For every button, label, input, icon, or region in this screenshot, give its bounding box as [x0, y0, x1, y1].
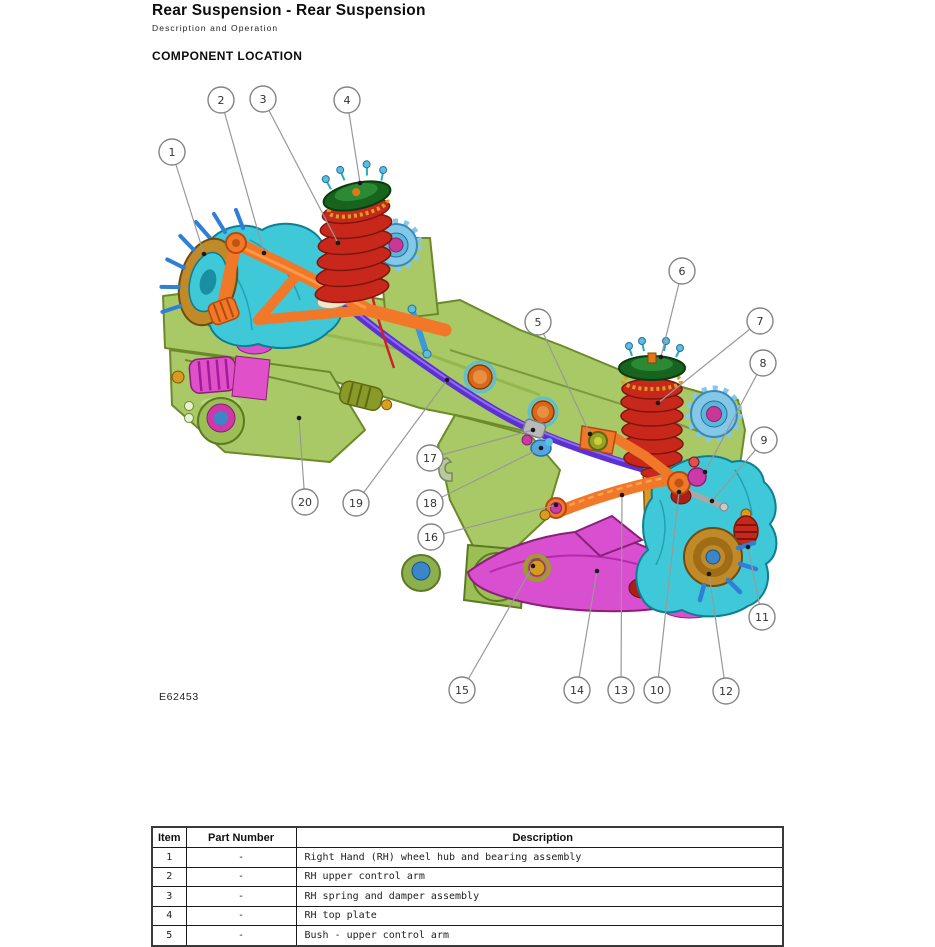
part-number-cell: -	[185, 925, 297, 946]
table-row: 2-RH upper control arm	[151, 866, 784, 887]
toe-link	[685, 489, 729, 512]
item-cell: 4	[151, 905, 187, 926]
table-row: 3-RH spring and damper assembly	[151, 886, 784, 907]
page-subtitle: Description and Operation	[152, 23, 279, 33]
part-number-cell: -	[185, 905, 297, 926]
top-plate-right	[618, 337, 686, 391]
upper-control-arm-right	[539, 425, 692, 521]
svg-text:8: 8	[760, 357, 767, 370]
svg-text:6: 6	[679, 265, 686, 278]
part-number-cell: -	[185, 847, 297, 868]
subframe-boss	[463, 360, 559, 428]
knuckle-bush-red	[733, 508, 759, 547]
table-row: 4-RH top plate	[151, 905, 784, 926]
item-cell: 3	[151, 886, 187, 907]
callout-5: 5	[524, 308, 593, 437]
wheel-hub-right	[683, 527, 759, 603]
section-heading: COMPONENT LOCATION	[152, 49, 303, 63]
svg-text:12: 12	[719, 685, 733, 698]
callout-12: 12	[706, 571, 740, 705]
ball-joint	[687, 456, 707, 487]
item-cell: 2	[151, 866, 187, 887]
svg-text:5: 5	[535, 316, 542, 329]
parts-table-body: 1-Right Hand (RH) wheel hub and bearing …	[151, 847, 784, 946]
svg-text:13: 13	[614, 684, 628, 697]
mount-tower-right	[685, 385, 743, 443]
coil-spring-left	[314, 197, 393, 304]
callout-4: 4	[333, 86, 363, 186]
svg-text:1: 1	[169, 146, 176, 159]
description-cell: RH spring and damper assembly	[295, 886, 784, 907]
parts-table: Item Part Number Description 1-Right Han…	[151, 826, 784, 947]
header-description: Description	[295, 826, 784, 848]
part-number-cell: -	[185, 886, 297, 907]
svg-text:11: 11	[755, 611, 769, 624]
svg-text:14: 14	[570, 684, 584, 697]
svg-text:4: 4	[344, 94, 351, 107]
callout-8: 8	[702, 349, 777, 475]
description-cell: Right Hand (RH) wheel hub and bearing as…	[295, 847, 784, 868]
callout-10: 10	[643, 489, 682, 704]
callout-2: 2	[207, 86, 267, 256]
svg-text:19: 19	[349, 497, 363, 510]
page-title: Rear Suspension - Rear Suspension	[152, 2, 426, 19]
table-row: 5-Bush - upper control arm	[151, 925, 784, 946]
page-header: Rear Suspension - Rear Suspension Descri…	[152, 2, 426, 33]
spring-damper-left	[314, 160, 393, 310]
svg-text:2: 2	[218, 94, 225, 107]
part-number-cell: -	[185, 866, 297, 887]
callout-17: 17	[416, 427, 536, 472]
description-cell: Bush - upper control arm	[295, 925, 784, 946]
item-cell: 1	[151, 847, 187, 868]
svg-text:15: 15	[455, 684, 469, 697]
item-cell: 5	[151, 925, 187, 946]
magenta-plate	[231, 355, 271, 401]
svg-text:10: 10	[650, 684, 664, 697]
callout-9: 9	[709, 426, 778, 504]
callout-14: 14	[563, 568, 600, 704]
svg-text:17: 17	[423, 452, 437, 465]
callout-6: 6	[658, 257, 696, 360]
svg-text:7: 7	[757, 315, 764, 328]
header-part-number: Part Number	[185, 826, 297, 848]
svg-text:16: 16	[424, 531, 438, 544]
description-cell: RH top plate	[295, 905, 784, 926]
parts-table-header: Item Part Number Description	[151, 826, 784, 848]
figure-code: E62453	[159, 691, 199, 703]
svg-text:18: 18	[423, 497, 437, 510]
callout-1: 1	[158, 138, 207, 257]
svg-text:9: 9	[761, 434, 768, 447]
callout-13: 13	[607, 492, 635, 704]
callout-20: 20	[291, 415, 319, 516]
table-row: 1-Right Hand (RH) wheel hub and bearing …	[151, 847, 784, 868]
svg-text:3: 3	[260, 93, 267, 106]
svg-text:20: 20	[298, 496, 312, 509]
callout-19: 19	[342, 377, 450, 517]
callout-3: 3	[249, 85, 341, 246]
callout-11: 11	[745, 544, 776, 631]
callout-15: 15	[448, 563, 536, 704]
callout-18: 18	[416, 445, 544, 517]
callout-16: 16	[417, 502, 559, 551]
callout-7: 7	[655, 307, 774, 406]
top-plate-left	[321, 160, 392, 219]
header-item: Item	[151, 826, 187, 848]
description-cell: RH upper control arm	[295, 866, 784, 887]
subframe-bush-left	[197, 397, 245, 445]
frame-bush-olive	[338, 380, 393, 412]
